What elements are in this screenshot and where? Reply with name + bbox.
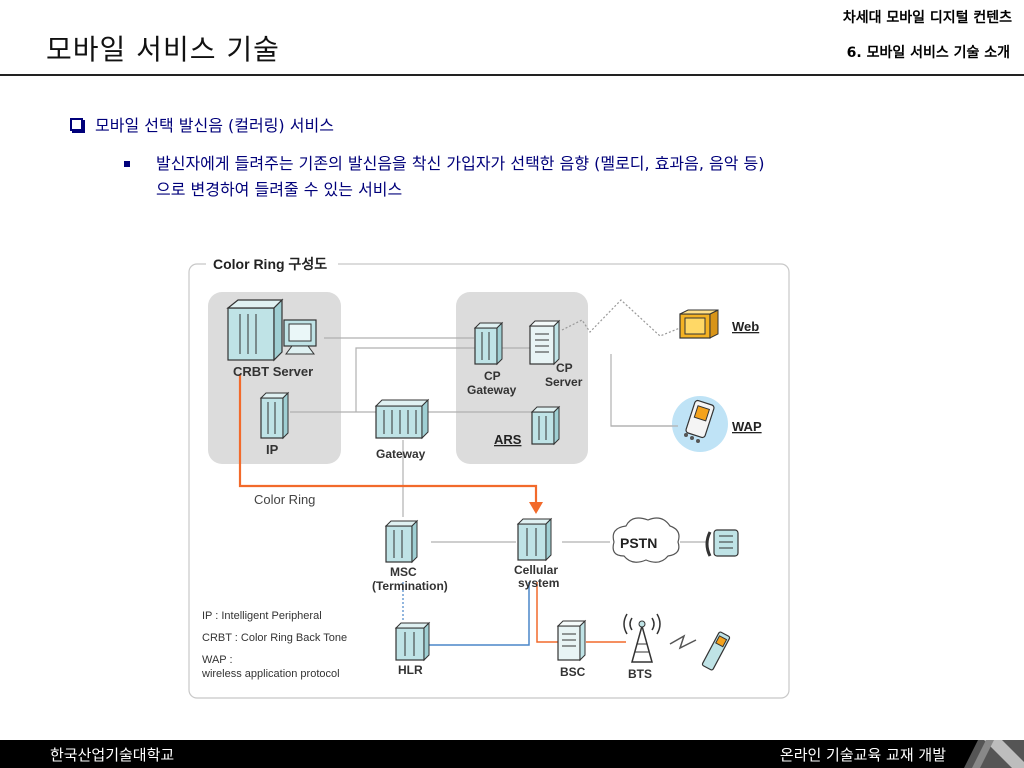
- crbt-server-label: CRBT Server: [233, 364, 313, 379]
- wap-label: WAP: [732, 419, 762, 434]
- ip-label: IP: [266, 442, 279, 457]
- color-ring-path: [238, 374, 538, 504]
- color-ring-arrow: [529, 502, 543, 514]
- checkbox-bullet-icon: [70, 117, 83, 131]
- footer-school: 한국산업기술대학교: [50, 746, 175, 764]
- ars-label: ARS: [494, 432, 522, 447]
- pstn-label: PSTN: [620, 535, 657, 551]
- footer-project: 온라인 기술교육 교재 개발: [779, 746, 946, 764]
- footer-corner-decoration: [964, 740, 1024, 768]
- bullet-heading: 모바일 선택 발신음 (컬러링) 서비스: [70, 112, 334, 136]
- msc-server-icon: [384, 519, 419, 564]
- cp-gateway-label-2: Gateway: [467, 383, 517, 397]
- diagram-title-bg: [206, 254, 338, 276]
- bsc-label: BSC: [560, 665, 586, 679]
- hlr-server-icon: [394, 621, 431, 662]
- ars-server-icon: [530, 405, 561, 446]
- cp-server-label-2: Server: [545, 375, 583, 389]
- hlr-cellular-link: [426, 582, 530, 646]
- diagram-title: Color Ring 구성도: [213, 256, 327, 272]
- bullet-heading-text: 모바일 선택 발신음 (컬러링) 서비스: [95, 116, 334, 135]
- course-title: 차세대 모바일 디지털 컨텐츠: [842, 10, 1012, 26]
- hlr-label: HLR: [398, 663, 423, 677]
- msc-label-1: MSC: [390, 565, 417, 579]
- bts-tower-icon: [623, 613, 661, 663]
- cp-gateway-label-1: CP: [484, 369, 501, 383]
- bsc-server-icon: [556, 619, 587, 662]
- mobile-phone-icon: [701, 631, 731, 671]
- pstn-cloud-icon: [612, 517, 680, 563]
- wap-phone-icon: [672, 396, 728, 452]
- color-ring-diagram: Color Ring 구성도 Color Ring CRBT Server: [188, 254, 790, 699]
- gateway-label: Gateway: [376, 447, 426, 461]
- telephone-icon: [705, 529, 739, 557]
- bullet-detail-line1: 발신자에게 들려주는 기존의 발신음을 착신 가입자가 선택한 음향 (멜로디,…: [156, 154, 765, 173]
- square-bullet-icon: [124, 161, 130, 167]
- footer-bar: 한국산업기술대학교 온라인 기술교육 교재 개발: [0, 740, 1024, 768]
- cp-gateway-icon: [473, 321, 504, 366]
- section-title: 6. 모바일 서비스 기술 소개: [846, 45, 1010, 61]
- web-monitor-icon: [679, 309, 719, 339]
- wireless-signal-icon: [669, 634, 697, 650]
- color-ring-label: Color Ring: [254, 492, 315, 507]
- legend-wap-2: wireless application protocol: [201, 668, 340, 680]
- cellular-system-icon: [516, 517, 553, 562]
- gateway-icon: [374, 398, 430, 440]
- header-divider: [0, 74, 1024, 76]
- page-title: 모바일 서비스 기술: [46, 33, 280, 66]
- legend-wap-1: WAP :: [202, 654, 233, 666]
- legend-ip: IP : Intelligent Peripheral: [202, 610, 322, 622]
- cellular-label-1: Cellular: [514, 563, 558, 577]
- cellular-label-2: system: [518, 576, 559, 590]
- bullet-detail-line2: 으로 변경하여 들려줄 수 있는 서비스: [156, 180, 403, 199]
- legend-crbt: CRBT : Color Ring Back Tone: [202, 632, 347, 644]
- cp-server-label-1: CP: [556, 361, 573, 375]
- msc-label-2: (Termination): [372, 579, 448, 593]
- crbt-server-icon: [226, 298, 317, 362]
- bullet-detail: 발신자에게 들려주는 기존의 발신음을 착신 가입자가 선택한 음향 (멜로디,…: [124, 151, 964, 203]
- bts-label: BTS: [628, 667, 652, 681]
- cellular-bsc-link: [536, 582, 558, 643]
- cp-server-icon: [528, 319, 561, 366]
- ip-server-icon: [259, 391, 290, 440]
- web-label: Web: [732, 319, 759, 334]
